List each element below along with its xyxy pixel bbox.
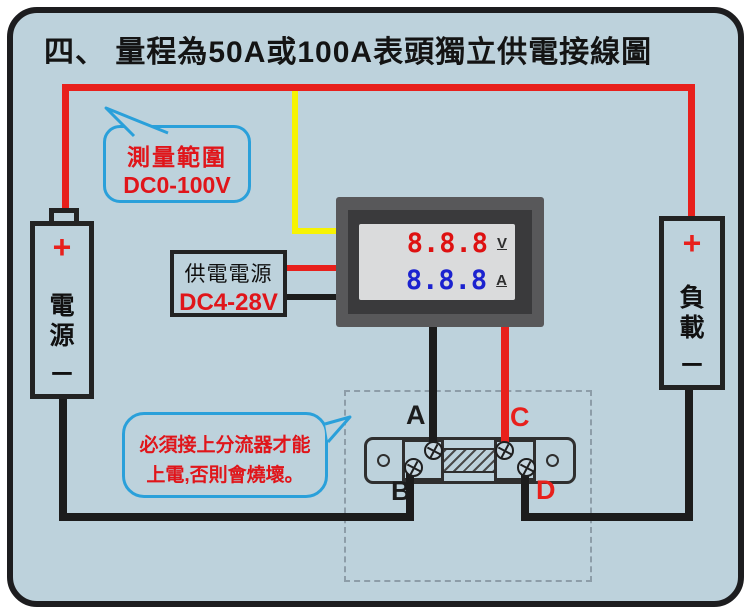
shunt-screw-c bbox=[495, 441, 514, 460]
terminal-label-d: D bbox=[536, 475, 556, 505]
shunt-mount-hole-right bbox=[546, 454, 559, 467]
load-label-char1: 負 bbox=[679, 284, 705, 312]
shunt-warning-line1: 必須接上分流器才能 bbox=[139, 435, 311, 456]
battery-minus-sign: − bbox=[50, 358, 74, 388]
terminal-label-a: A bbox=[406, 400, 426, 430]
measure-range-line2: DC0-100V bbox=[123, 172, 231, 198]
battery-plus-sign: + bbox=[52, 229, 72, 265]
battery-label-char2: 源 bbox=[49, 322, 75, 350]
shunt-screw-b bbox=[404, 458, 423, 477]
voltage-unit-label: V bbox=[496, 235, 507, 252]
measure-range-line1: 測量範圍 bbox=[127, 144, 227, 170]
shunt-warning-callout: 必須接上分流器才能 上電,否則會燒壞。 bbox=[122, 412, 328, 498]
battery-label-char1: 電 bbox=[49, 292, 75, 320]
wire-voltage-sense-horizontal bbox=[292, 228, 338, 234]
shunt-warning-line2: 上電,否則會燒壞。 bbox=[146, 465, 304, 486]
wire-positive-top bbox=[62, 84, 695, 91]
shunt-dashed-outline bbox=[344, 390, 592, 582]
shunt-body bbox=[364, 437, 576, 484]
supply-box-label: 供電電源 bbox=[184, 263, 273, 286]
shunt-resistive-element bbox=[444, 448, 494, 473]
battery: + 電 源 − bbox=[30, 221, 94, 399]
wire-terminal-d bbox=[521, 466, 529, 521]
wire-positive-load bbox=[688, 84, 695, 219]
warning-callout-tail bbox=[324, 415, 352, 443]
panel-meter-display: 8.8.8 V 8.8.8 A bbox=[359, 224, 515, 300]
shunt-mount-hole-left bbox=[377, 454, 390, 467]
wire-supply-negative bbox=[284, 294, 338, 300]
measure-callout-tail bbox=[104, 106, 169, 138]
wire-terminal-b bbox=[406, 466, 414, 521]
wire-bottom-left bbox=[59, 513, 414, 521]
wire-positive-battery bbox=[62, 84, 69, 212]
current-unit-label: A bbox=[496, 272, 507, 289]
wire-battery-negative bbox=[59, 394, 67, 521]
wire-bottom-right bbox=[521, 513, 693, 521]
load: + 負 載 − bbox=[659, 216, 725, 390]
voltage-readout: 8.8.8 bbox=[406, 228, 488, 259]
shunt-screw-a bbox=[424, 441, 443, 460]
terminal-label-c: C bbox=[510, 402, 530, 432]
supply-voltage-box: 供電電源 DC4-28V bbox=[170, 250, 287, 317]
measure-range-callout: 測量範圍 DC0-100V bbox=[103, 125, 251, 203]
wire-voltage-sense-vertical bbox=[292, 91, 298, 233]
terminal-label-b: B bbox=[391, 476, 411, 506]
voltage-row: 8.8.8 V bbox=[359, 225, 515, 262]
supply-box-range: DC4-28V bbox=[179, 289, 278, 316]
current-row: 8.8.8 A bbox=[359, 262, 515, 299]
panel-meter: 8.8.8 V 8.8.8 A bbox=[336, 197, 544, 327]
wire-load-negative bbox=[685, 386, 693, 521]
load-minus-sign: − bbox=[680, 349, 704, 379]
wire-supply-positive bbox=[284, 265, 338, 271]
load-plus-sign: + bbox=[682, 225, 702, 261]
panel-meter-bezel: 8.8.8 V 8.8.8 A bbox=[348, 210, 532, 314]
load-label-char2: 載 bbox=[679, 314, 705, 342]
shunt-screw-d bbox=[517, 458, 536, 477]
wire-meter-to-terminal-c bbox=[501, 322, 509, 455]
wire-meter-to-terminal-a bbox=[429, 322, 437, 455]
page-title: 四、 量程為50A或100A表頭獨立供電接線圖 bbox=[44, 36, 653, 69]
current-readout: 8.8.8 bbox=[405, 265, 488, 296]
